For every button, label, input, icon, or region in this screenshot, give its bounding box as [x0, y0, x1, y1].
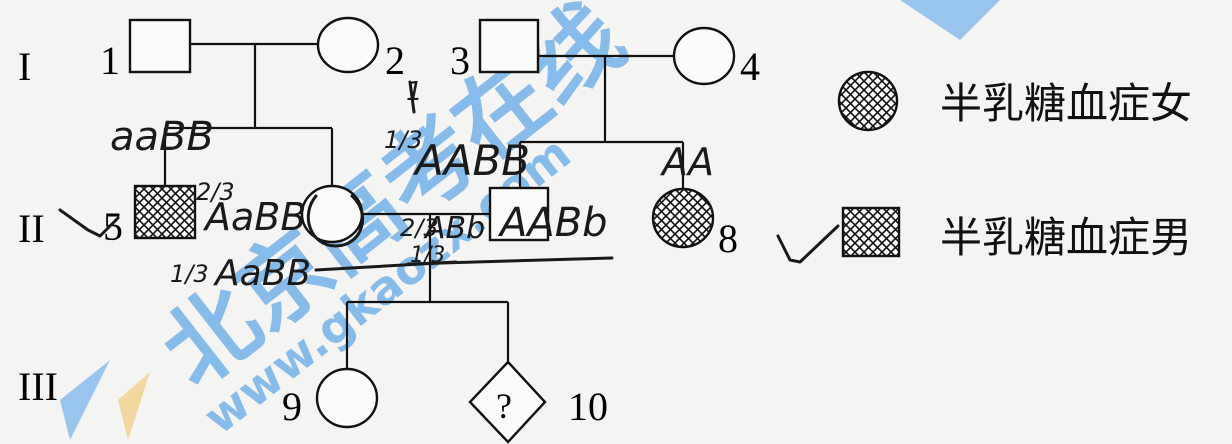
generation-label-ii: II — [18, 206, 45, 251]
annotation-ii7-partial: ABb — [423, 211, 485, 246]
individual-number-8: 8 — [718, 216, 738, 261]
unknown-sex-iii10 — [468, 360, 547, 444]
female-i4 — [672, 26, 736, 86]
annotation-ii6-genotype: AaBB — [202, 195, 306, 239]
female-i2 — [316, 16, 380, 74]
annotation-fraction: 1/3 — [384, 126, 423, 154]
handwritten-stroke — [408, 80, 416, 114]
generation-label-i: I — [18, 44, 31, 89]
annotation-ii6-genotype-alt: AaBB — [213, 253, 311, 294]
individual-number-4: 4 — [740, 44, 760, 89]
watermark-shape — [118, 372, 150, 440]
watermark-shape — [900, 0, 1000, 40]
legend-affected-male-symbol — [841, 206, 901, 258]
individual-number-10: 10 — [568, 384, 608, 429]
male-ii7 — [488, 186, 550, 242]
annotation-fraction: 2/3 — [196, 178, 235, 206]
watermark-shape — [60, 360, 110, 440]
handwritten-underline — [406, 256, 614, 266]
unknown-mark: ? — [496, 386, 512, 426]
male-i3 — [478, 18, 540, 74]
annotation-fraction: 1/3 — [170, 260, 209, 288]
annotation-fraction: 1 — [406, 77, 423, 107]
handwritten-check-mark — [58, 208, 120, 238]
male-i1 — [128, 18, 192, 74]
individual-number-5: 5 — [103, 204, 123, 249]
affected-male-ii5 — [133, 184, 197, 240]
female-ii6 — [300, 184, 364, 244]
individual-number-9: 9 — [282, 384, 302, 429]
legend-male-label: 半乳糖血症男 — [940, 213, 1192, 262]
annotation-ii7-genotype-top: AABB — [412, 136, 530, 185]
individual-number-1: 1 — [100, 38, 120, 83]
affected-female-ii8 — [651, 187, 715, 249]
annotation-fraction: 1/3 — [410, 243, 445, 268]
female-iii9 — [315, 367, 379, 429]
handwritten-annotations: aaBB AaBB AaBB AABB AABb ABb AA 2/3 1/3 … — [58, 77, 840, 294]
annotation-ii7-genotype: AABb — [497, 200, 608, 246]
annotation-ii8-genotype: AA — [659, 140, 714, 184]
generation-label-iii: III — [18, 364, 58, 409]
annotation-ii5-genotype: aaBB — [110, 114, 214, 160]
individual-number-3: 3 — [450, 38, 470, 83]
individual-number-2: 2 — [385, 38, 405, 83]
handwritten-check-mark — [776, 224, 840, 264]
annotation-fraction: 2/3 — [400, 214, 439, 242]
handwritten-circle — [306, 194, 364, 248]
legend-affected-female-symbol — [837, 70, 899, 132]
legend-female-label: 半乳糖血症女 — [940, 79, 1192, 128]
